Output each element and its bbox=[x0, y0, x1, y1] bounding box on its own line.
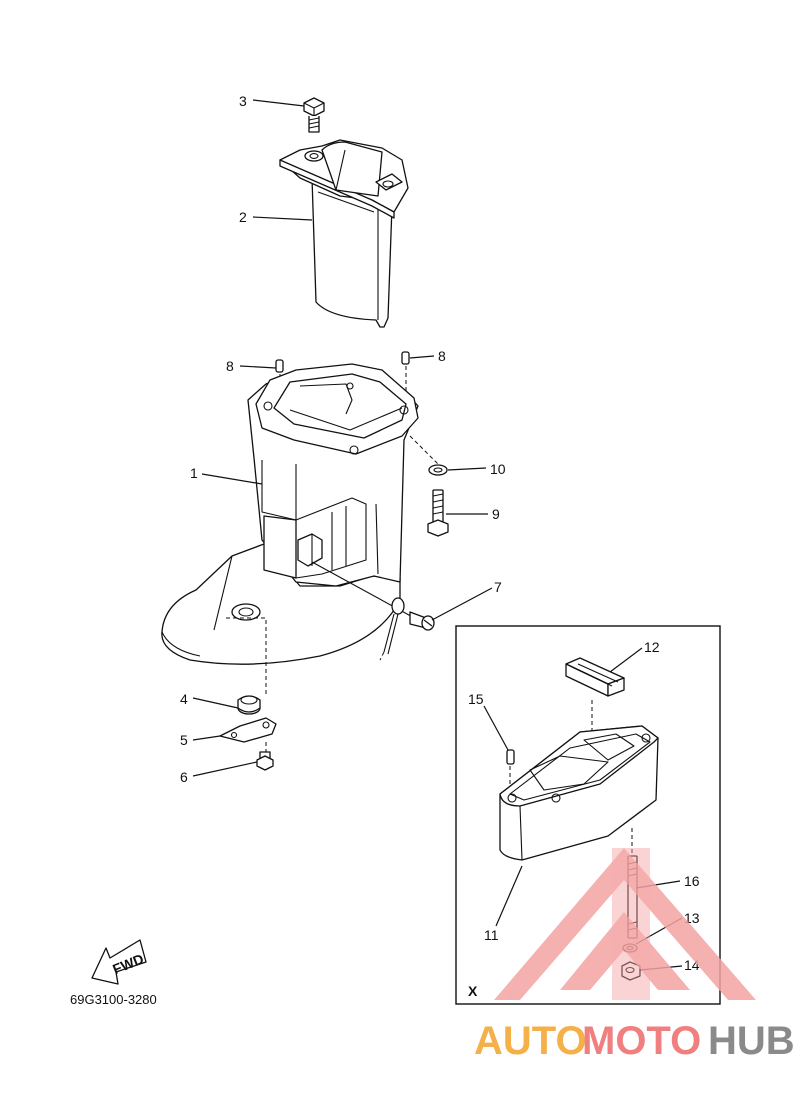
part-6-bolt bbox=[256, 751, 274, 771]
part-5-plate bbox=[219, 717, 277, 743]
callout-15: 15 bbox=[468, 691, 484, 707]
part-8-dowel-right bbox=[401, 351, 410, 406]
part-4-grommet bbox=[237, 695, 261, 715]
callout-7: 7 bbox=[494, 579, 502, 595]
part-14-nut bbox=[621, 961, 641, 981]
watermark-text: AUTO MOTO HUB bbox=[474, 1019, 795, 1063]
part-1-drive-shaft-housing bbox=[161, 363, 419, 665]
watermark-logo bbox=[494, 848, 756, 1000]
callout-10: 10 bbox=[490, 461, 506, 477]
callout-labels: 3 2 8 8 1 10 9 7 4 5 6 12 15 11 16 13 14… bbox=[70, 93, 700, 1007]
fwd-arrow-icon: FWD bbox=[91, 939, 147, 985]
callout-11: 11 bbox=[484, 927, 499, 943]
callout-16: 16 bbox=[684, 873, 700, 889]
part-9-bolt bbox=[427, 489, 449, 537]
callout-6: 6 bbox=[180, 769, 188, 785]
part-3-bolt bbox=[303, 97, 325, 133]
watermark-hub: HUB bbox=[708, 1019, 795, 1063]
inset-label: X bbox=[468, 983, 478, 999]
part-15-dowel bbox=[506, 749, 515, 786]
callout-8-right: 8 bbox=[438, 348, 446, 364]
leader-lines bbox=[192, 99, 683, 971]
diagram-code: 69G3100-3280 bbox=[70, 992, 157, 1007]
callout-2: 2 bbox=[239, 209, 247, 225]
callout-8-left: 8 bbox=[226, 358, 234, 374]
callout-9: 9 bbox=[492, 506, 500, 522]
part-12-rubber-seal bbox=[565, 657, 625, 697]
callout-4: 4 bbox=[180, 691, 188, 707]
inset-box bbox=[455, 625, 721, 1005]
watermark-auto: AUTO bbox=[474, 1019, 587, 1063]
callout-12: 12 bbox=[644, 639, 660, 655]
part-11-spacer bbox=[499, 725, 659, 861]
callout-5: 5 bbox=[180, 732, 188, 748]
watermark-moto: MOTO bbox=[582, 1019, 701, 1063]
callout-3: 3 bbox=[239, 93, 247, 109]
watermark-triangle-icon bbox=[494, 848, 756, 1000]
part-10-washer bbox=[409, 435, 448, 476]
callout-1: 1 bbox=[190, 465, 198, 481]
part-2-upper-housing bbox=[279, 139, 409, 328]
wire-lead bbox=[379, 597, 405, 661]
